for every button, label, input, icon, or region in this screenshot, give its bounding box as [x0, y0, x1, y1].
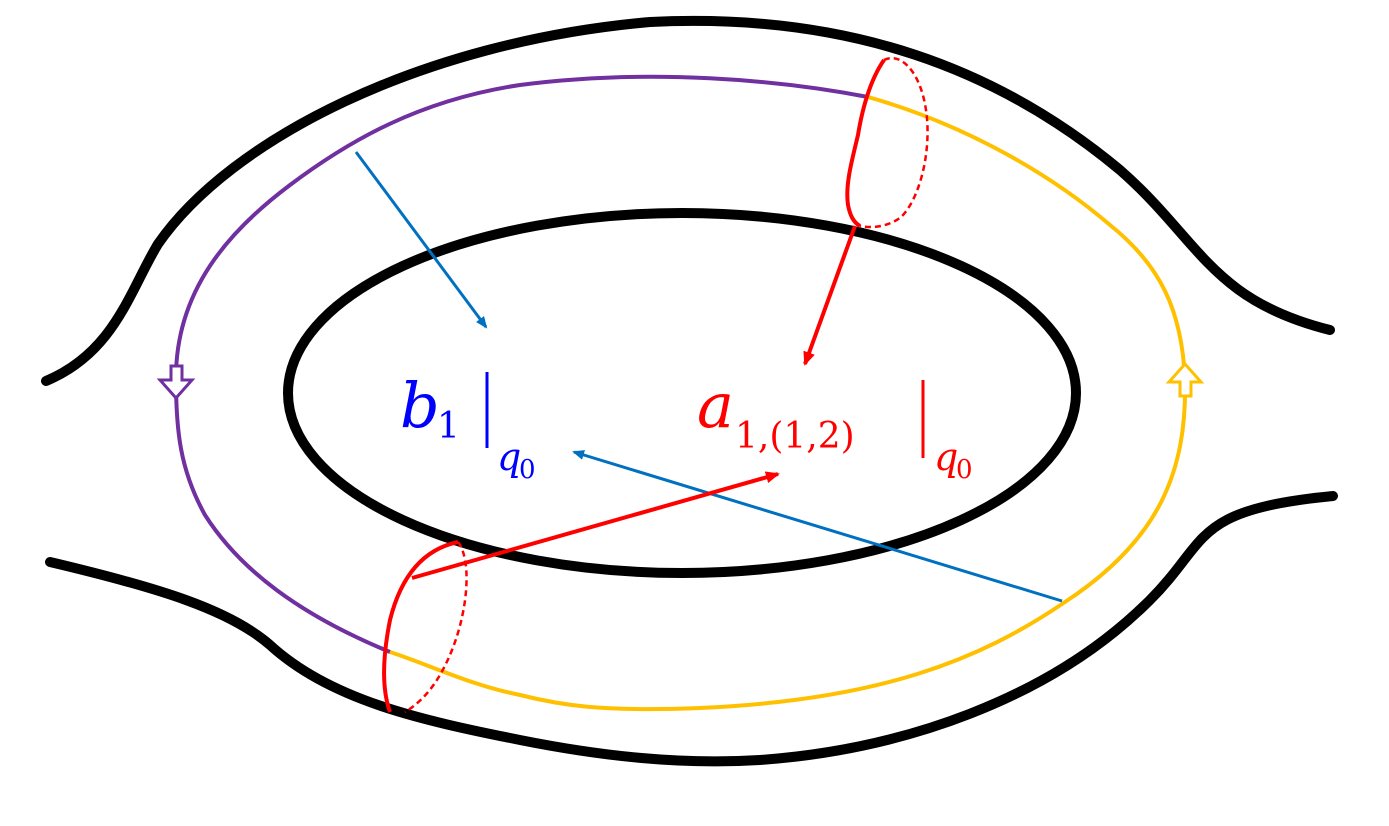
b-label: b 1 q 0 [400, 369, 536, 485]
purple-loop-path [173, 74, 869, 654]
purple-down-arrow-icon [156, 364, 196, 401]
a-subscript: 1,(1,2) [735, 416, 855, 457]
red-arrow-from-bottom-to-a [411, 471, 780, 580]
b-symbol: b [400, 369, 440, 442]
a-eval-point: q [934, 435, 958, 479]
b-eval-point-subscript: 0 [519, 455, 536, 485]
red-cycle-top-front [845, 58, 886, 228]
red-arrow-to-a [803, 225, 857, 366]
yellow-up-arrow-icon [1165, 361, 1205, 398]
blue-arrow-from-yellow-to-b [572, 450, 1063, 603]
b-subscript: 1 [437, 406, 460, 447]
a-eval-point-subscript: 0 [956, 455, 973, 485]
red-cycle-bottom-front [382, 540, 459, 713]
inner-hole [283, 208, 1081, 578]
yellow-loop-path [389, 95, 1188, 712]
outer-bottom-boundary [45, 491, 1338, 767]
a-label: a 1,(1,2) q 0 [697, 369, 973, 485]
blue-arrow-to-b [354, 151, 488, 329]
a-symbol: a [697, 369, 734, 442]
b-eval-point: q [497, 435, 521, 479]
outer-top-boundary [41, 15, 1335, 386]
red-cycle-top-back [859, 57, 929, 229]
